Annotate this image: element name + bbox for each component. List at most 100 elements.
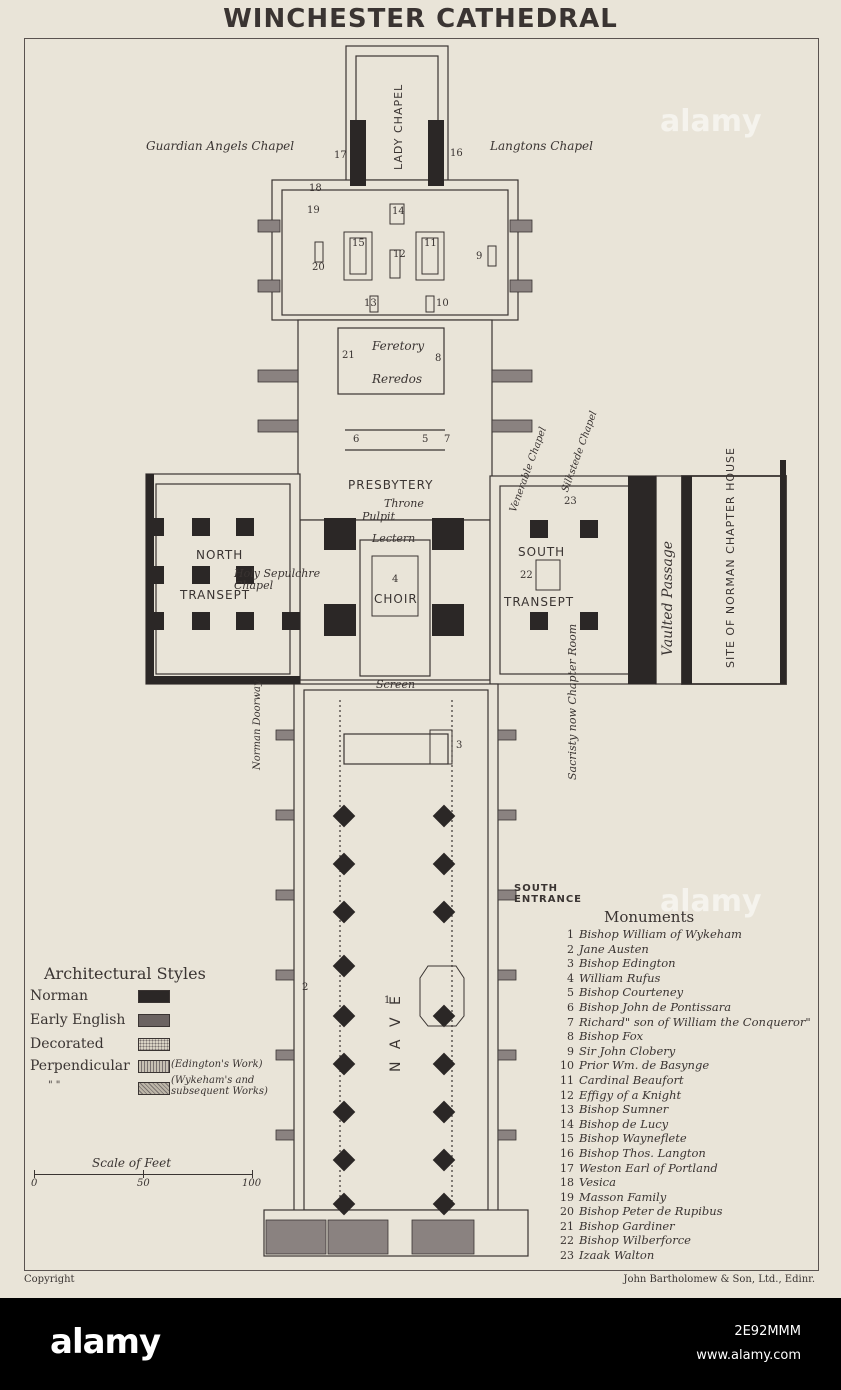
marker-22: 22 [520,570,533,581]
stock-url[interactable]: www.alamy.com [696,1348,801,1363]
marker-5: 5 [422,434,429,445]
label-south-entrance-2: ENTRANCE [514,894,582,905]
legend-swatch-wykeham [138,1082,170,1095]
legend-note-edington: (Edington's Work) [171,1059,263,1070]
stock-logo[interactable]: alamy [50,1322,161,1362]
stock-bar: alamy 2E92MMM www.alamy.com [0,1298,841,1390]
label-guardian-angels-chapel: Guardian Angels Chapel [146,139,295,153]
label-vaulted-passage: Vaulted Passage [660,540,676,656]
legend-swatch-early-english [138,1014,170,1027]
label-screen: Screen [376,678,416,691]
scale-title: Scale of Feet [92,1156,172,1170]
label-nave: N A V E [388,992,404,1072]
marker-6: 6 [353,434,360,445]
stock-image-id: 2E92MMM [734,1324,801,1339]
legend-label: " " [48,1080,61,1091]
marker-7: 7 [444,434,451,445]
legend-swatch-decorated [138,1038,170,1051]
map-sheet: WINCHESTER CATHEDRAL [0,0,841,1298]
legend-label: Perpendicular [30,1058,130,1074]
marker-14: 14 [392,206,405,217]
marker-12: 12 [393,249,406,260]
marker-16: 16 [450,148,463,159]
marker-9: 9 [476,251,483,262]
label-norman-doorway: Norman Doorway [252,680,263,770]
cathedral-ground-plan [145,45,787,1257]
label-south-transept-1: SOUTH [518,545,566,559]
legend-row-early-english: Early English [30,1012,125,1028]
marker-17: 17 [334,150,347,161]
label-holy-sepulchre-chapel: Holy Sepulchre Chapel [234,567,321,592]
legend-row-wykeham: " " [48,1080,60,1091]
map-frame [24,38,819,1271]
marker-11: 11 [424,238,437,249]
label-north-transept-1: NORTH [196,548,244,562]
marker-3: 3 [456,740,463,751]
label-lady-chapel: LADY CHAPEL [392,83,405,170]
map-title: WINCHESTER CATHEDRAL [223,4,618,34]
marker-8: 8 [435,353,442,364]
marker-23: 23 [564,496,577,507]
label-lectern: Lectern [372,532,416,545]
legend-row-perpendicular: Perpendicular [30,1058,130,1074]
marker-4: 4 [392,574,399,585]
scale-tick-0 [34,1170,35,1178]
marker-2: 2 [302,982,309,993]
marker-10: 10 [436,298,449,309]
legend-title: Architectural Styles [44,964,206,983]
legend-swatch-norman [138,990,170,1003]
label-choir: CHOIR [374,592,418,606]
label-north-transept-2: TRANSEPT [180,588,251,602]
label-south-transept-2: TRANSEPT [504,595,575,609]
label-norman-chapter-house: SITE OF NORMAN CHAPTER HOUSE [724,447,737,668]
label-langtons-chapel: Langtons Chapel [490,139,593,153]
monuments-title: Monuments [604,908,695,926]
label-feretory: Feretory [372,339,425,353]
footer-copyright: Copyright [24,1274,75,1285]
scale-tick-100 [252,1170,253,1178]
marker-18: 18 [309,183,322,194]
scale-label-50: 50 [137,1178,150,1189]
label-pulpit: Pulpit [362,510,395,523]
watermark-bottom: alamy [660,884,762,919]
label-presbytery: PRESBYTERY [348,478,434,492]
label-throne: Throne [384,497,424,510]
watermark-top: alamy [660,104,762,139]
label-reredos: Reredos [372,372,423,386]
legend-row-norman: Norman [30,988,88,1004]
legend-note-wykeham: (Wykeham's and subsequent Works) [171,1075,268,1097]
scale-label-100: 100 [242,1178,262,1189]
marker-13: 13 [364,298,377,309]
legend-label: Early English [30,1012,126,1028]
legend-swatch-perpendicular [138,1060,170,1073]
marker-21: 21 [342,350,355,361]
label-south-entrance-1: SOUTH [514,883,559,894]
legend-label: Norman [30,988,89,1004]
marker-15: 15 [352,238,365,249]
scale-label-0: 0 [31,1178,38,1189]
marker-19: 19 [307,205,320,216]
marker-1: 1 [384,995,391,1006]
